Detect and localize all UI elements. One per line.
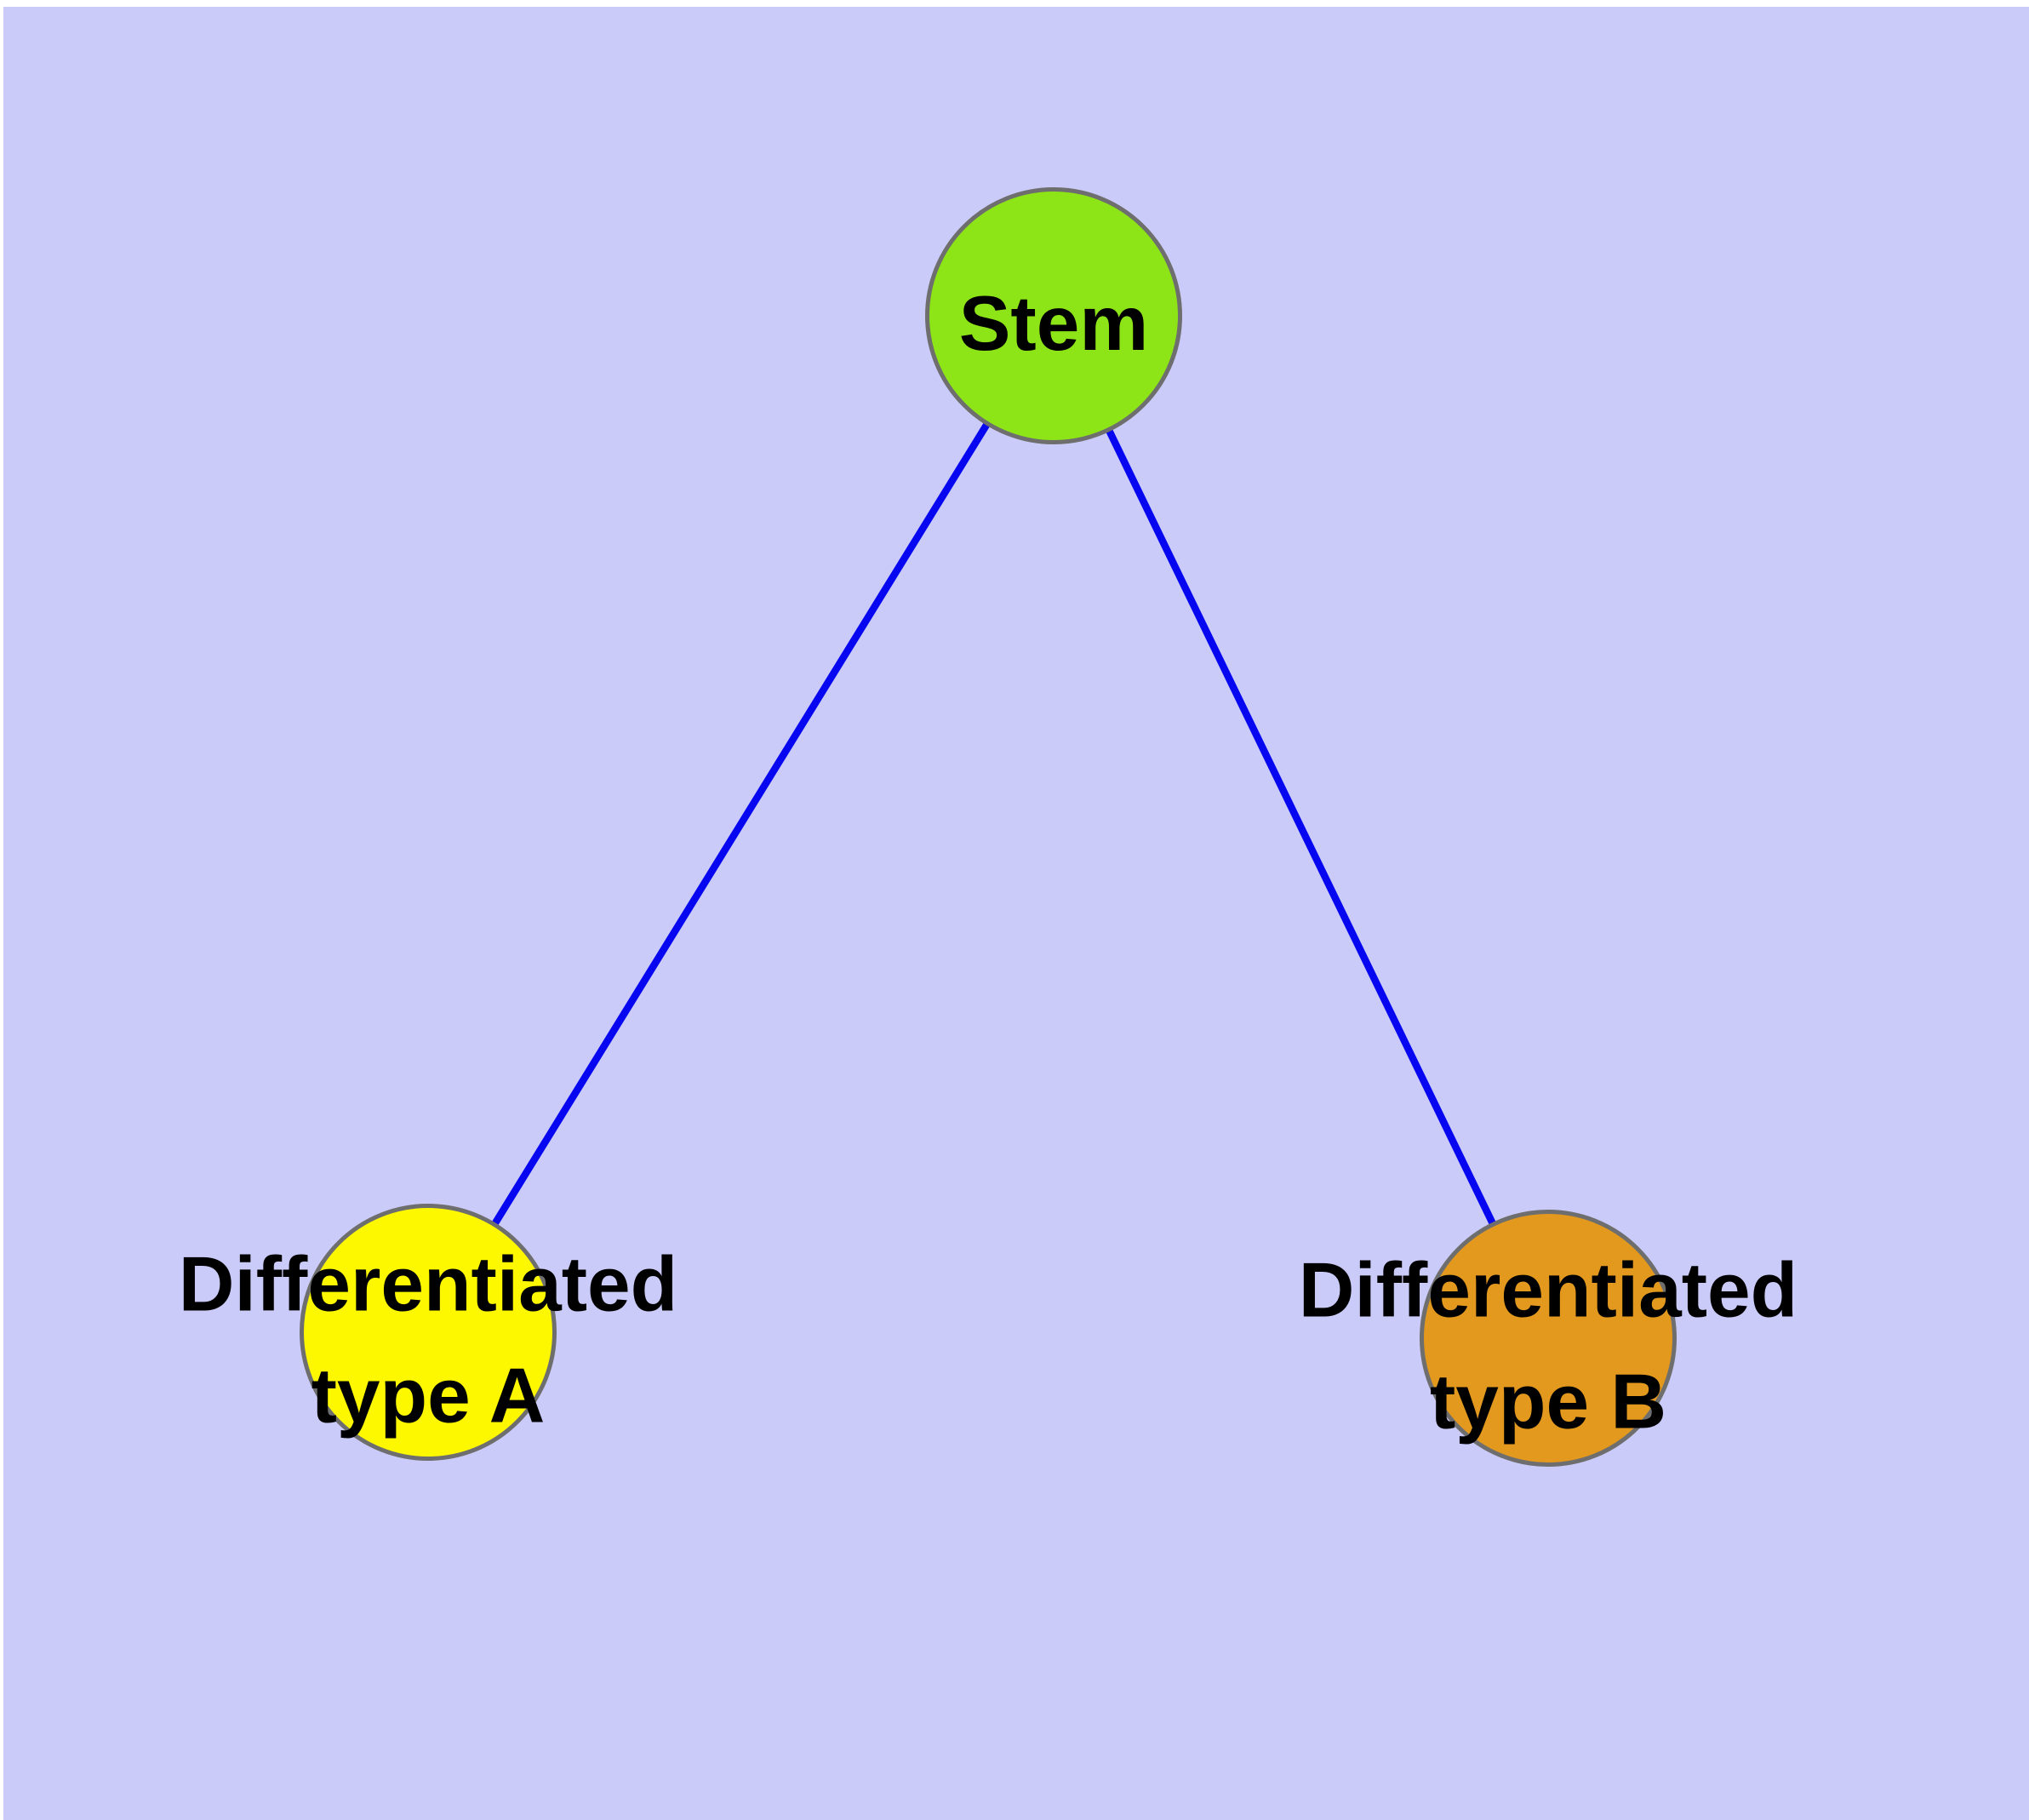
node-type-b-circle xyxy=(1420,1210,1677,1467)
edge-stem-to-type-a xyxy=(425,313,1057,1335)
node-stem-circle xyxy=(925,187,1182,444)
node-stem-label: Stem xyxy=(959,281,1149,367)
node-type-a-circle xyxy=(300,1204,557,1461)
edges-layer xyxy=(425,313,1552,1340)
nodes-layer xyxy=(300,187,1677,1467)
edge-stem-to-type-b xyxy=(1050,314,1552,1340)
